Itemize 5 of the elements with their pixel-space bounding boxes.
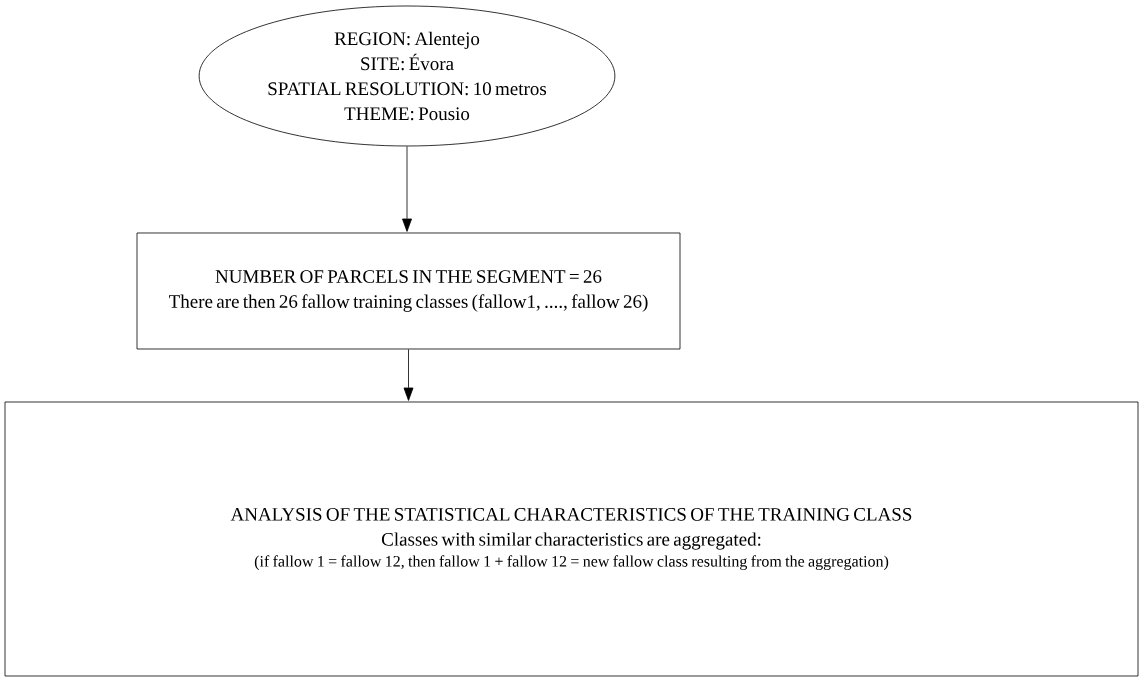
process-box: NUMBER OF PARCELS IN THE SEGMENT = 26 There are then 26 fallow training classes (fallow1, ...., fallow 26) <box>136 232 681 350</box>
ellipse-node: REGION: Alentejo SITE: Évora SPATIAL RESOLUTION: 10 metros THEME: Pousio <box>198 5 616 147</box>
arrow <box>403 349 414 401</box>
arrow <box>402 146 412 232</box>
process-box: ANALYSIS OF THE STATISTICAL CHARACTERISTICS OF THE TRAINING CLASS Classes with similar characteristics are aggregated: (if fallow 1 = fallow 12, then fallow 1 + fallow 12 = new fallow class resulting from the aggregation) <box>4 401 1139 677</box>
